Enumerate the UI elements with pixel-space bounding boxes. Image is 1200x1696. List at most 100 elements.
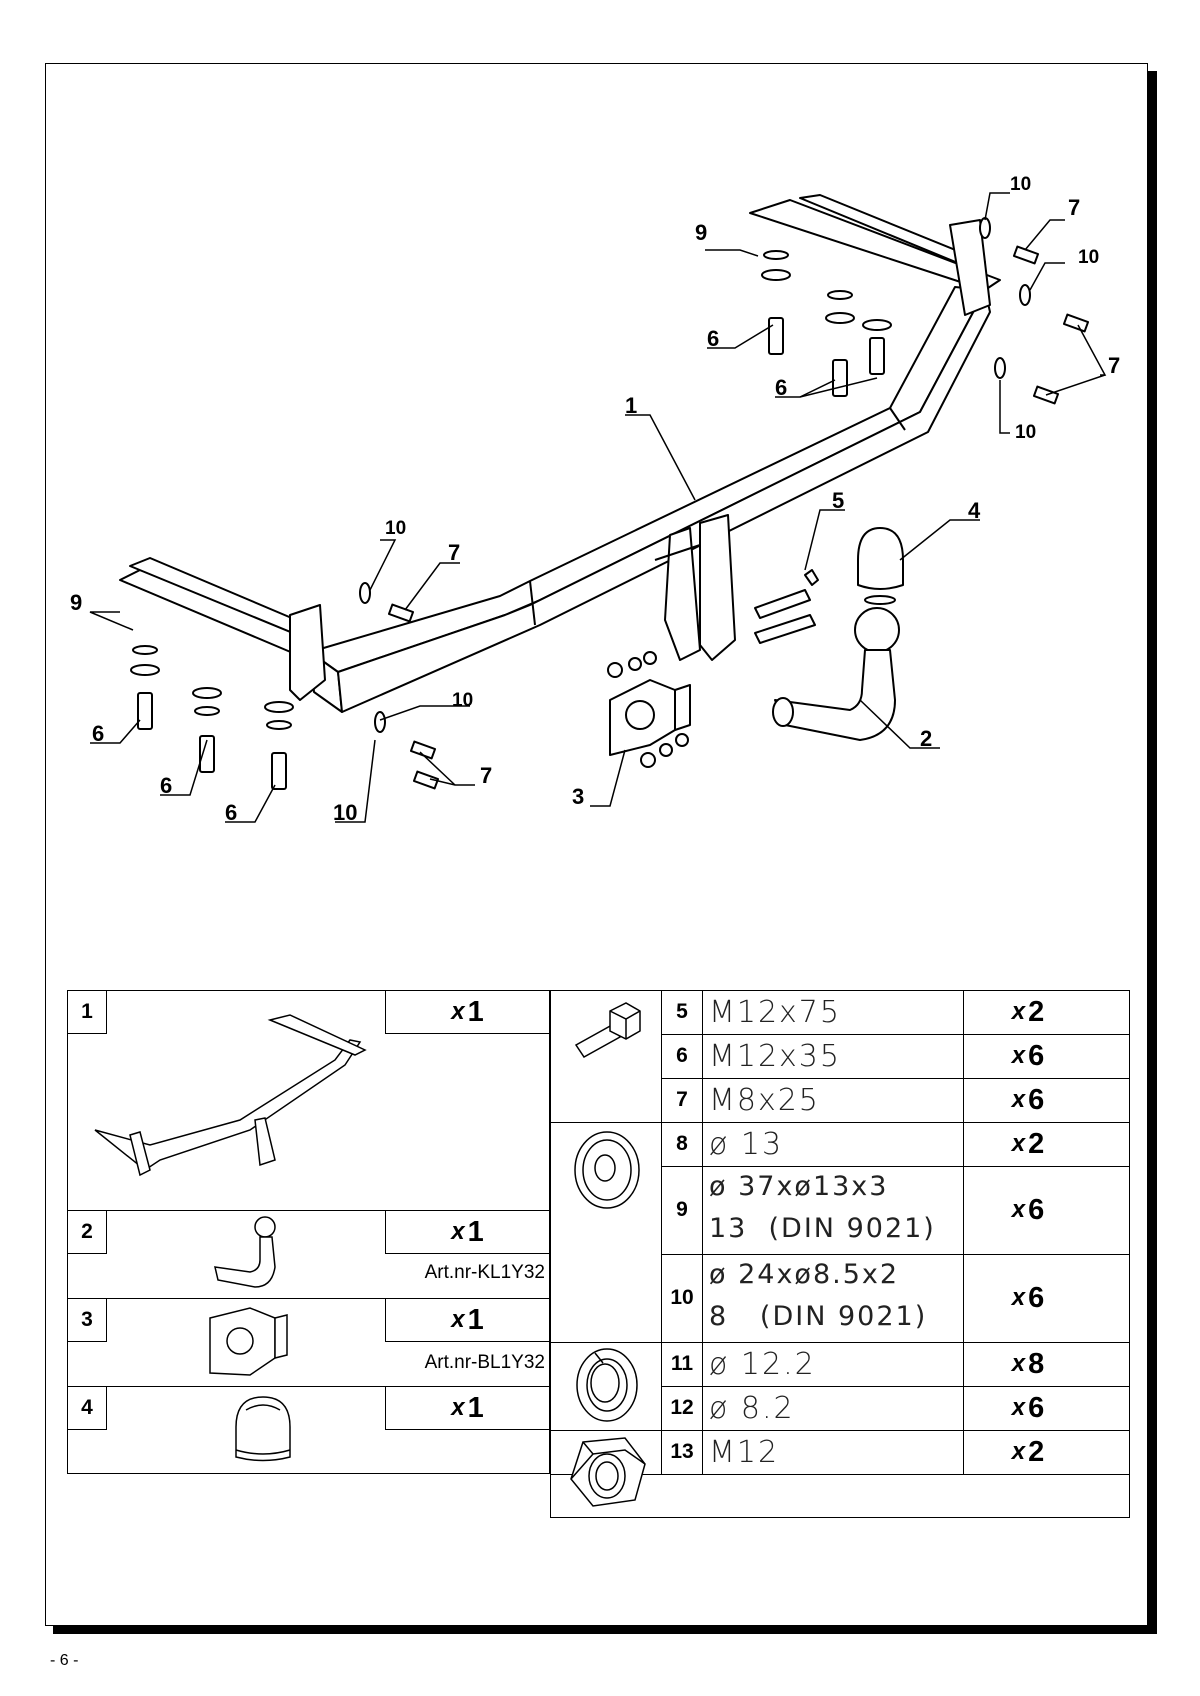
qty-value: 6 [1028,1039,1045,1072]
icon-divider [550,1430,662,1431]
callout-3: 3 [572,784,584,809]
part-number: 7 [676,1088,688,1111]
row-divider [661,1474,1130,1475]
part-number: 4 [67,1386,107,1430]
spec-text: ø 13 [709,1126,784,1162]
qty-value: 2 [1028,1127,1045,1160]
spec-text: ø 12.2 [709,1346,816,1382]
qty-value: 2 [1028,995,1045,1028]
icon-divider [550,1342,662,1343]
callout-6: 6 [225,800,237,825]
part-number: 3 [67,1298,107,1342]
page-frame-shadow-bottom [53,1626,1157,1634]
part-number: 5 [676,1000,688,1023]
callout-7: 7 [1108,353,1120,378]
spec-text-line-2: 13 (DIN 9021) [709,1213,936,1244]
part-number: 1 [67,990,107,1034]
qty-cell [385,990,550,1034]
callout-7: 7 [448,540,460,565]
spec-text: M12x75 [709,994,841,1030]
callout-6: 6 [707,326,719,351]
nuts-m12 [607,651,689,768]
qty-value: 6 [1028,1391,1045,1424]
callout-10: 10 [385,518,406,539]
spring-washer-icon [576,1348,638,1422]
spec-text: M12 [709,1434,780,1470]
socket-plate [609,679,691,756]
callout-labels: 1 2 3 4 5 6 6 6 6 6 6 7 7 7 7 9 9 10 10 … [70,174,1120,825]
thumb-towball-icon [214,1216,276,1288]
icon-divider [550,1122,662,1123]
bolts-m8 [359,217,1090,790]
qty-value: 6 [1028,1281,1045,1314]
qty-value: 1 [467,995,484,1028]
qty-prefix: x [1011,1394,1026,1421]
row-divider [661,1254,1130,1255]
part-number: 2 [67,1210,107,1254]
spec-text: ø 37xø13x3 [709,1171,889,1202]
row-divider [661,1386,1130,1387]
bolts-m12 [130,250,892,790]
qty-prefix: x [1011,1086,1026,1113]
part-number: 6 [676,1044,688,1067]
nut-icon [570,1437,646,1507]
leader-lines [89,192,1107,823]
towbar-beam [119,194,1001,713]
qty-value: 2 [1028,1435,1045,1468]
qty-cell [385,1210,550,1254]
callout-10: 10 [1078,247,1099,268]
callout-9: 9 [695,220,707,245]
row-divider [67,1210,550,1211]
number-column-border [702,990,703,1474]
qty-value: 6 [1028,1193,1045,1226]
qty-prefix: x [451,1218,465,1245]
row-divider [661,1034,1130,1035]
callout-10: 10 [1010,174,1031,195]
row-divider [661,1122,1130,1123]
callout-5: 5 [832,488,844,513]
tow-ball [772,607,900,741]
spec-text-line-2: 8 (DIN 9021) [709,1301,928,1332]
part-number: 10 [670,1286,694,1309]
part-number: 8 [676,1132,688,1155]
spec-text: M12x35 [709,1038,841,1074]
row-divider [67,1386,550,1387]
qty-prefix: x [1011,1284,1026,1311]
spec-text: M8x25 [709,1082,820,1118]
page-number: - 6 - [50,1652,79,1669]
callout-10: 10 [1015,422,1036,443]
callout-10: 10 [452,690,473,711]
spec-text: ø 8.2 [709,1390,795,1426]
qty-value: 8 [1028,1347,1045,1380]
washer-icon [574,1131,640,1209]
callout-4: 4 [968,498,981,523]
page-frame-shadow-right [1148,71,1157,1634]
qty-value: 6 [1028,1083,1045,1116]
qty-cell [385,1386,550,1430]
qty-prefix: x [1011,1438,1026,1465]
thumb-ball-cap-icon [235,1396,291,1462]
bolts-m12x75 [754,569,819,644]
qty-value: 1 [467,1391,484,1424]
qty-prefix: x [1011,1042,1026,1069]
row-divider [661,1342,1130,1343]
qty-value: 1 [467,1303,484,1336]
part-number: 11 [670,1352,694,1375]
bolt-icon [574,1002,641,1058]
callout-6: 6 [160,773,172,798]
callout-6: 6 [92,721,104,746]
spec-text: ø 24xø8.5x2 [709,1259,900,1290]
callout-10: 10 [333,800,357,825]
thumb-socket-plate-icon [209,1307,288,1376]
